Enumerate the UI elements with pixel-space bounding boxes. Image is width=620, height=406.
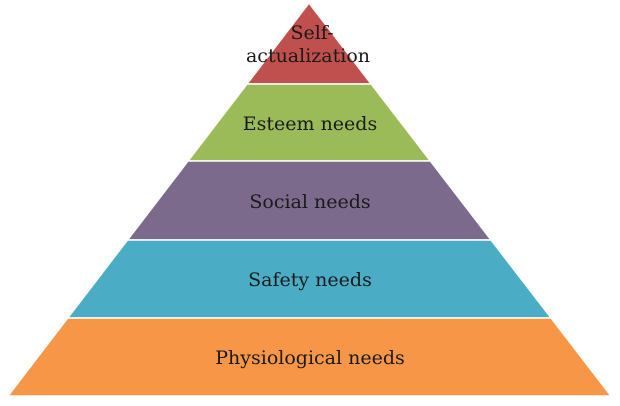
pyramid-tier-label-3: Social needs bbox=[249, 191, 370, 213]
pyramid-tier-label-1: Self-actualization bbox=[246, 22, 370, 67]
pyramid-tier-label-4: Safety needs bbox=[248, 269, 372, 291]
pyramid-tier-label-5: Physiological needs bbox=[215, 347, 405, 369]
pyramid-tier-label-2: Esteem needs bbox=[243, 113, 377, 135]
pyramid-tier-label-line: actualization bbox=[246, 45, 370, 67]
pyramid-tier-5 bbox=[6, 317, 613, 397]
pyramid-tier-label-line: Self- bbox=[290, 22, 333, 44]
pyramid-tiers bbox=[6, 1, 613, 397]
